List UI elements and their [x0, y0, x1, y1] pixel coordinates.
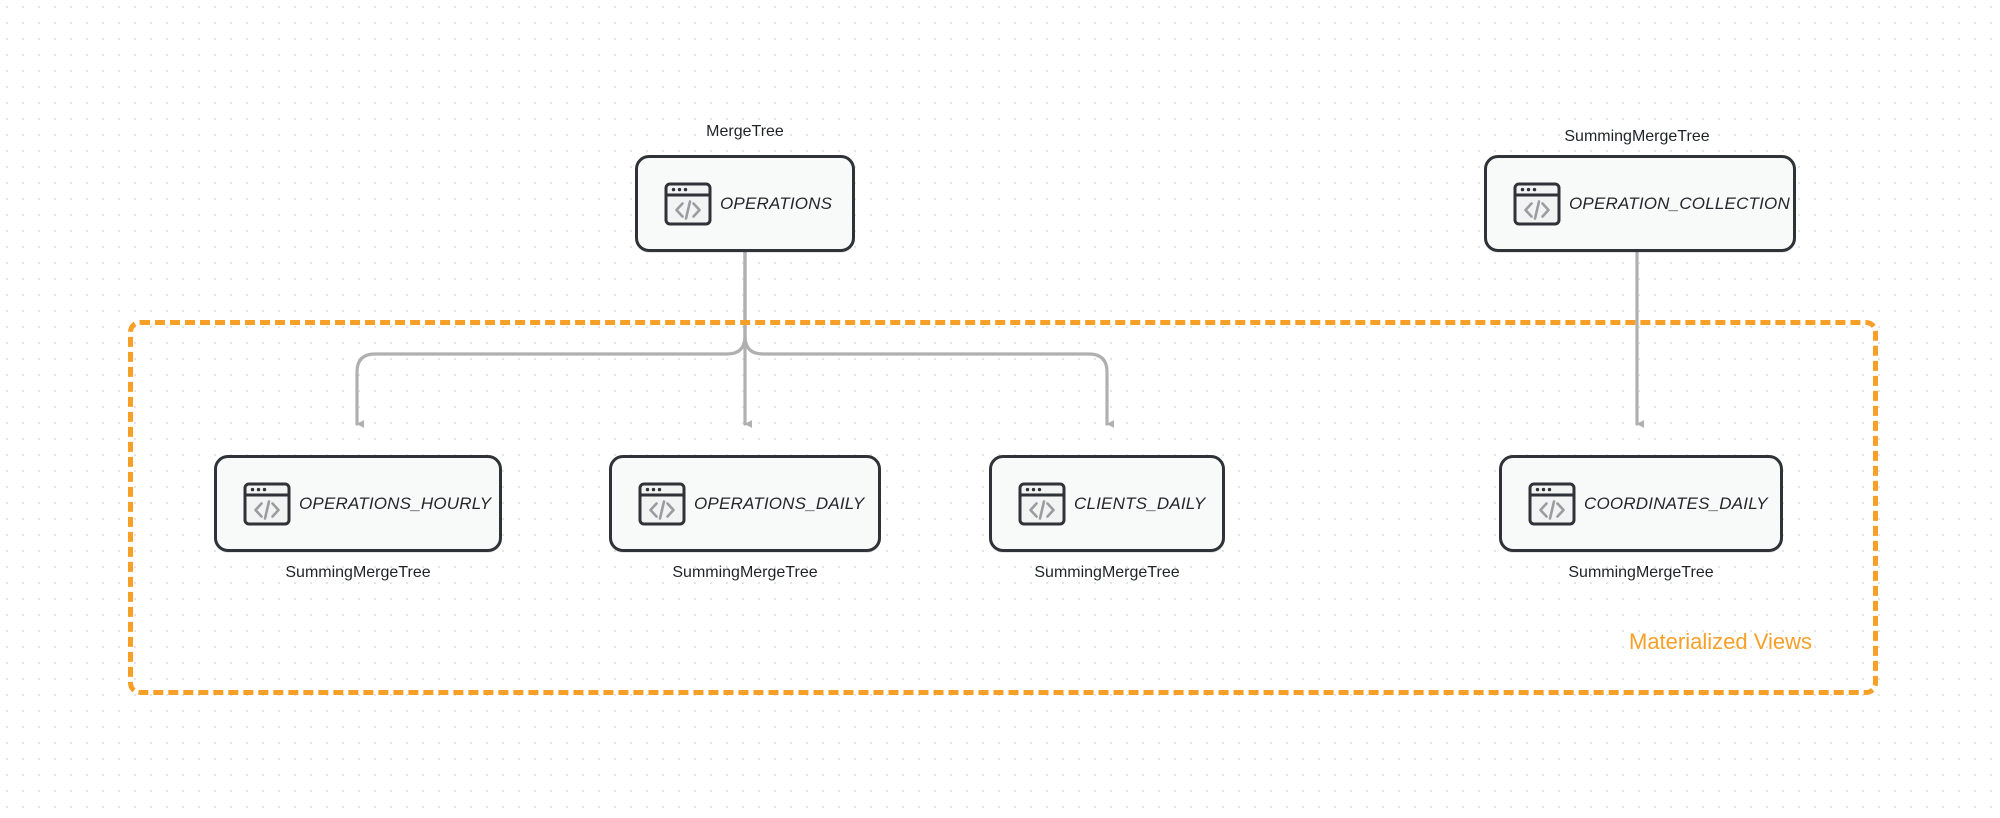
node-clients-daily[interactable]: CLIENTS_DAILY: [989, 455, 1225, 552]
node-label: COORDINATES_DAILY: [1584, 493, 1768, 513]
engine-caption-clients-daily: SummingMergeTree: [1034, 564, 1180, 581]
node-label: OPERATIONS: [720, 193, 833, 213]
node-operations-hourly[interactable]: OPERATIONS_HOURLY: [214, 455, 502, 552]
engine-caption-operations: MergeTree: [706, 123, 784, 140]
node-label: OPERATIONS_HOURLY: [299, 493, 492, 513]
node-coordinates-daily[interactable]: COORDINATES_DAILY: [1499, 455, 1783, 552]
code-window-icon: [1528, 482, 1576, 526]
node-operation-collection[interactable]: OPERATION_COLLECTION: [1484, 155, 1796, 252]
code-window-icon: [1513, 182, 1561, 226]
code-window-icon: [1018, 482, 1066, 526]
engine-caption-operation-collection: SummingMergeTree: [1564, 128, 1710, 145]
materialized-views-label: Materialized Views: [1629, 629, 1813, 654]
materialized-views-group: [128, 320, 1878, 695]
node-label: OPERATIONS_DAILY: [694, 493, 865, 513]
node-operations[interactable]: OPERATIONS: [635, 155, 855, 252]
code-window-icon: [638, 482, 686, 526]
node-operations-daily[interactable]: OPERATIONS_DAILY: [609, 455, 881, 552]
node-label: OPERATION_COLLECTION: [1569, 193, 1790, 213]
engine-caption-operations-hourly: SummingMergeTree: [285, 564, 431, 581]
engine-caption-coordinates-daily: SummingMergeTree: [1568, 564, 1714, 581]
code-window-icon: [664, 182, 712, 226]
engine-caption-operations-daily: SummingMergeTree: [672, 564, 818, 581]
code-window-icon: [243, 482, 291, 526]
node-label: CLIENTS_DAILY: [1074, 493, 1206, 513]
